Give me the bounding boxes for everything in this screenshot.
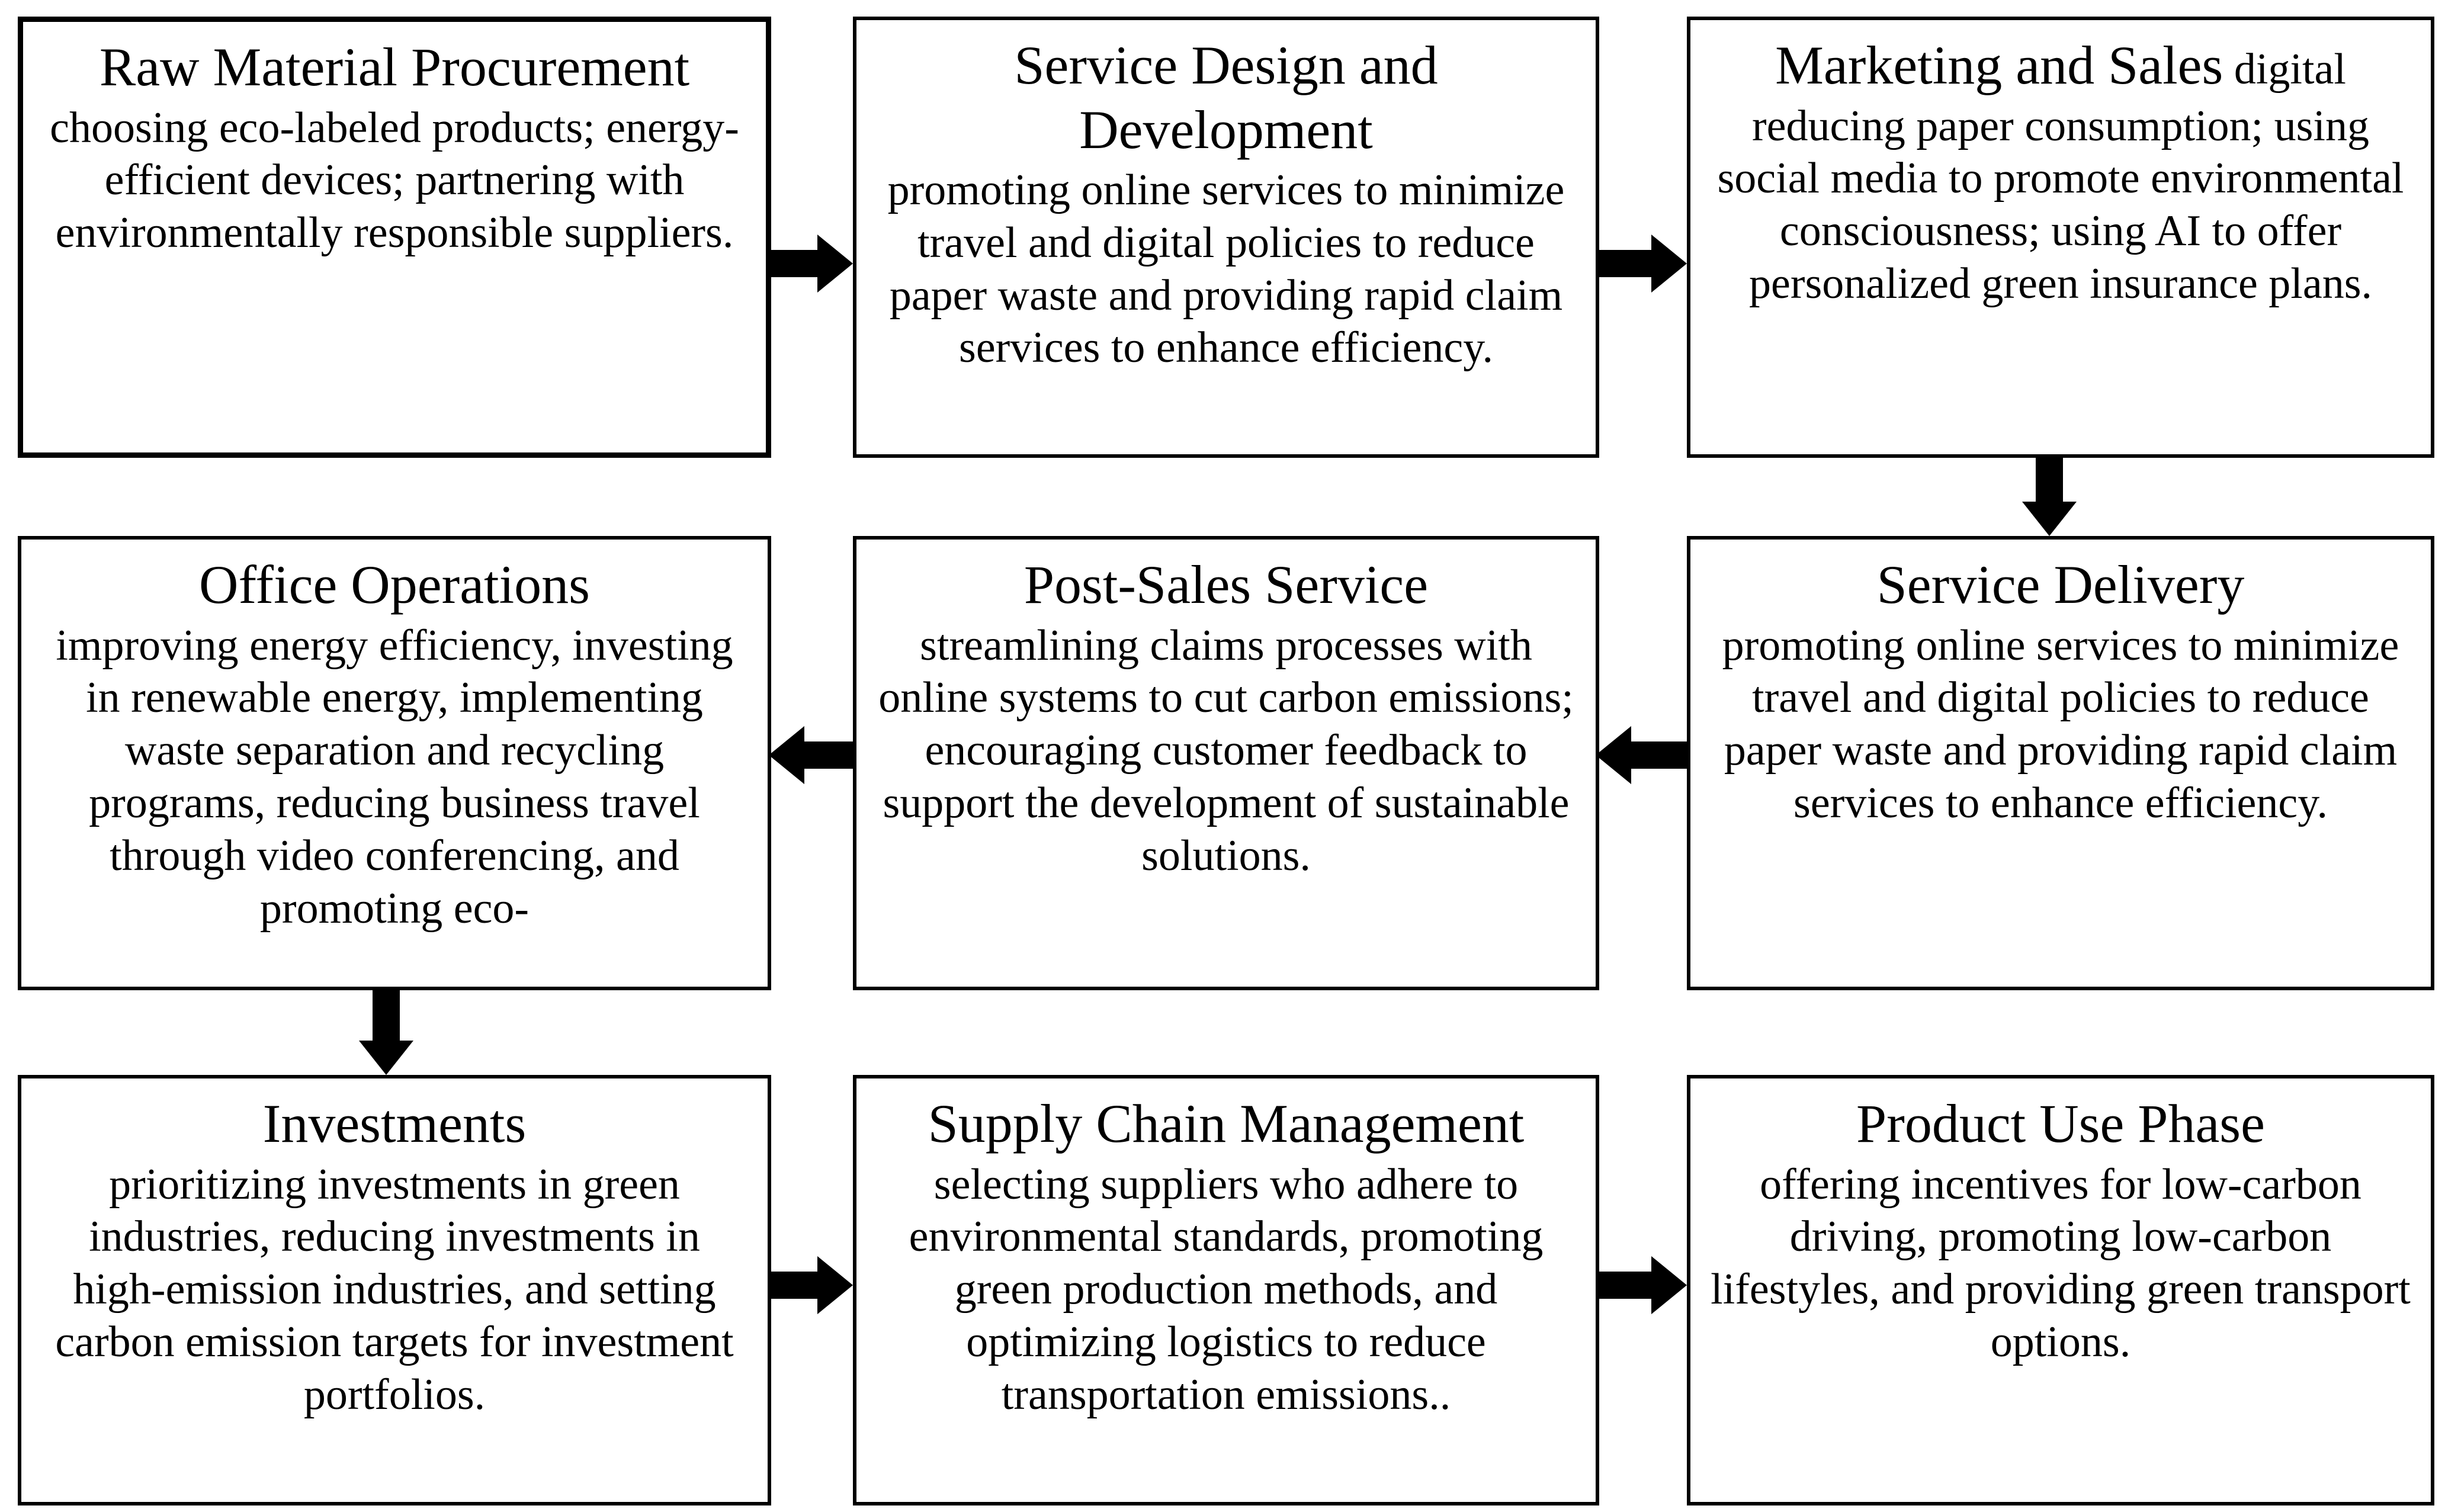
arrow-head xyxy=(769,726,804,784)
box-body: promoting online services to minimize tr… xyxy=(1722,621,2399,827)
arrow-head xyxy=(1596,726,1631,784)
arrow-stem xyxy=(2036,458,2063,502)
box-title-text: Investments xyxy=(262,1093,527,1154)
box-body: improving energy efficiency, investing i… xyxy=(56,621,733,933)
box-body: streamlining claims processes with onlin… xyxy=(878,621,1574,880)
arrow-head xyxy=(817,235,853,293)
arrow-stem xyxy=(769,1272,817,1299)
box-body: reducing paper consumption; using social… xyxy=(1717,101,2404,308)
box-body: promoting online services to minimize tr… xyxy=(887,166,1565,373)
arrow-head xyxy=(1651,235,1687,293)
box-title-text: Office Operations xyxy=(199,554,590,615)
arrow-right-icon xyxy=(1596,1256,1687,1314)
box-title: Product Use Phase xyxy=(1709,1092,2412,1156)
box-post-sales-service: Post-Sales Service streamlining claims p… xyxy=(853,536,1599,990)
arrow-head xyxy=(1651,1256,1687,1314)
arrow-stem xyxy=(769,250,817,277)
arrow-down-icon xyxy=(359,990,413,1075)
box-title: Raw Material Procurement xyxy=(42,35,747,99)
box-body: offering incentives for low-carbon drivi… xyxy=(1711,1160,2411,1366)
box-title: Supply Chain Management xyxy=(875,1092,1577,1156)
box-title-text: Service Delivery xyxy=(1876,554,2245,615)
arrow-right-icon xyxy=(1596,235,1687,293)
box-title-text: Product Use Phase xyxy=(1856,1093,2265,1154)
box-body: choosing eco-labeled products; energy-ef… xyxy=(50,103,739,258)
box-body: selecting suppliers who adhere to enviro… xyxy=(909,1160,1544,1419)
box-title: Service Design and Development xyxy=(875,33,1577,162)
box-title-text: Raw Material Procurement xyxy=(99,37,690,97)
arrow-stem xyxy=(373,990,400,1041)
box-service-delivery: Service Delivery promoting online servic… xyxy=(1687,536,2434,990)
arrow-head xyxy=(817,1256,853,1314)
box-body: prioritizing investments in green indust… xyxy=(55,1160,734,1419)
box-title: Office Operations xyxy=(40,553,749,617)
box-title-text: Supply Chain Management xyxy=(928,1093,1525,1154)
box-title-text: Post-Sales Service xyxy=(1023,554,1429,615)
box-title: Post-Sales Service xyxy=(875,553,1577,617)
arrow-down-icon xyxy=(2022,458,2077,536)
arrow-left-icon xyxy=(1596,726,1687,784)
box-office-operations: Office Operations improving energy effic… xyxy=(18,536,771,990)
box-title-text: Marketing and Sales xyxy=(1775,35,2223,95)
arrow-head xyxy=(359,1041,413,1075)
box-product-use-phase: Product Use Phase offering incentives fo… xyxy=(1687,1075,2434,1505)
arrow-right-icon xyxy=(769,235,853,293)
arrow-left-icon xyxy=(769,726,853,784)
box-investments: Investments prioritizing investments in … xyxy=(18,1075,771,1505)
box-supply-chain-management: Supply Chain Management selecting suppli… xyxy=(853,1075,1599,1505)
box-title: Investments xyxy=(40,1092,749,1156)
arrow-stem xyxy=(804,741,853,769)
box-raw-material-procurement: Raw Material Procurement choosing eco-la… xyxy=(18,17,771,458)
arrow-stem xyxy=(1596,250,1651,277)
arrow-stem xyxy=(1596,1272,1651,1299)
box-service-design-and-development: Service Design and Development promoting… xyxy=(853,17,1599,458)
arrow-right-icon xyxy=(769,1256,853,1314)
arrow-head xyxy=(2022,502,2077,536)
box-title-text: Service Design and Development xyxy=(1014,35,1438,160)
arrow-stem xyxy=(1631,741,1687,769)
box-title-suffix: digital xyxy=(2234,45,2346,94)
box-title: Service Delivery xyxy=(1709,553,2412,617)
